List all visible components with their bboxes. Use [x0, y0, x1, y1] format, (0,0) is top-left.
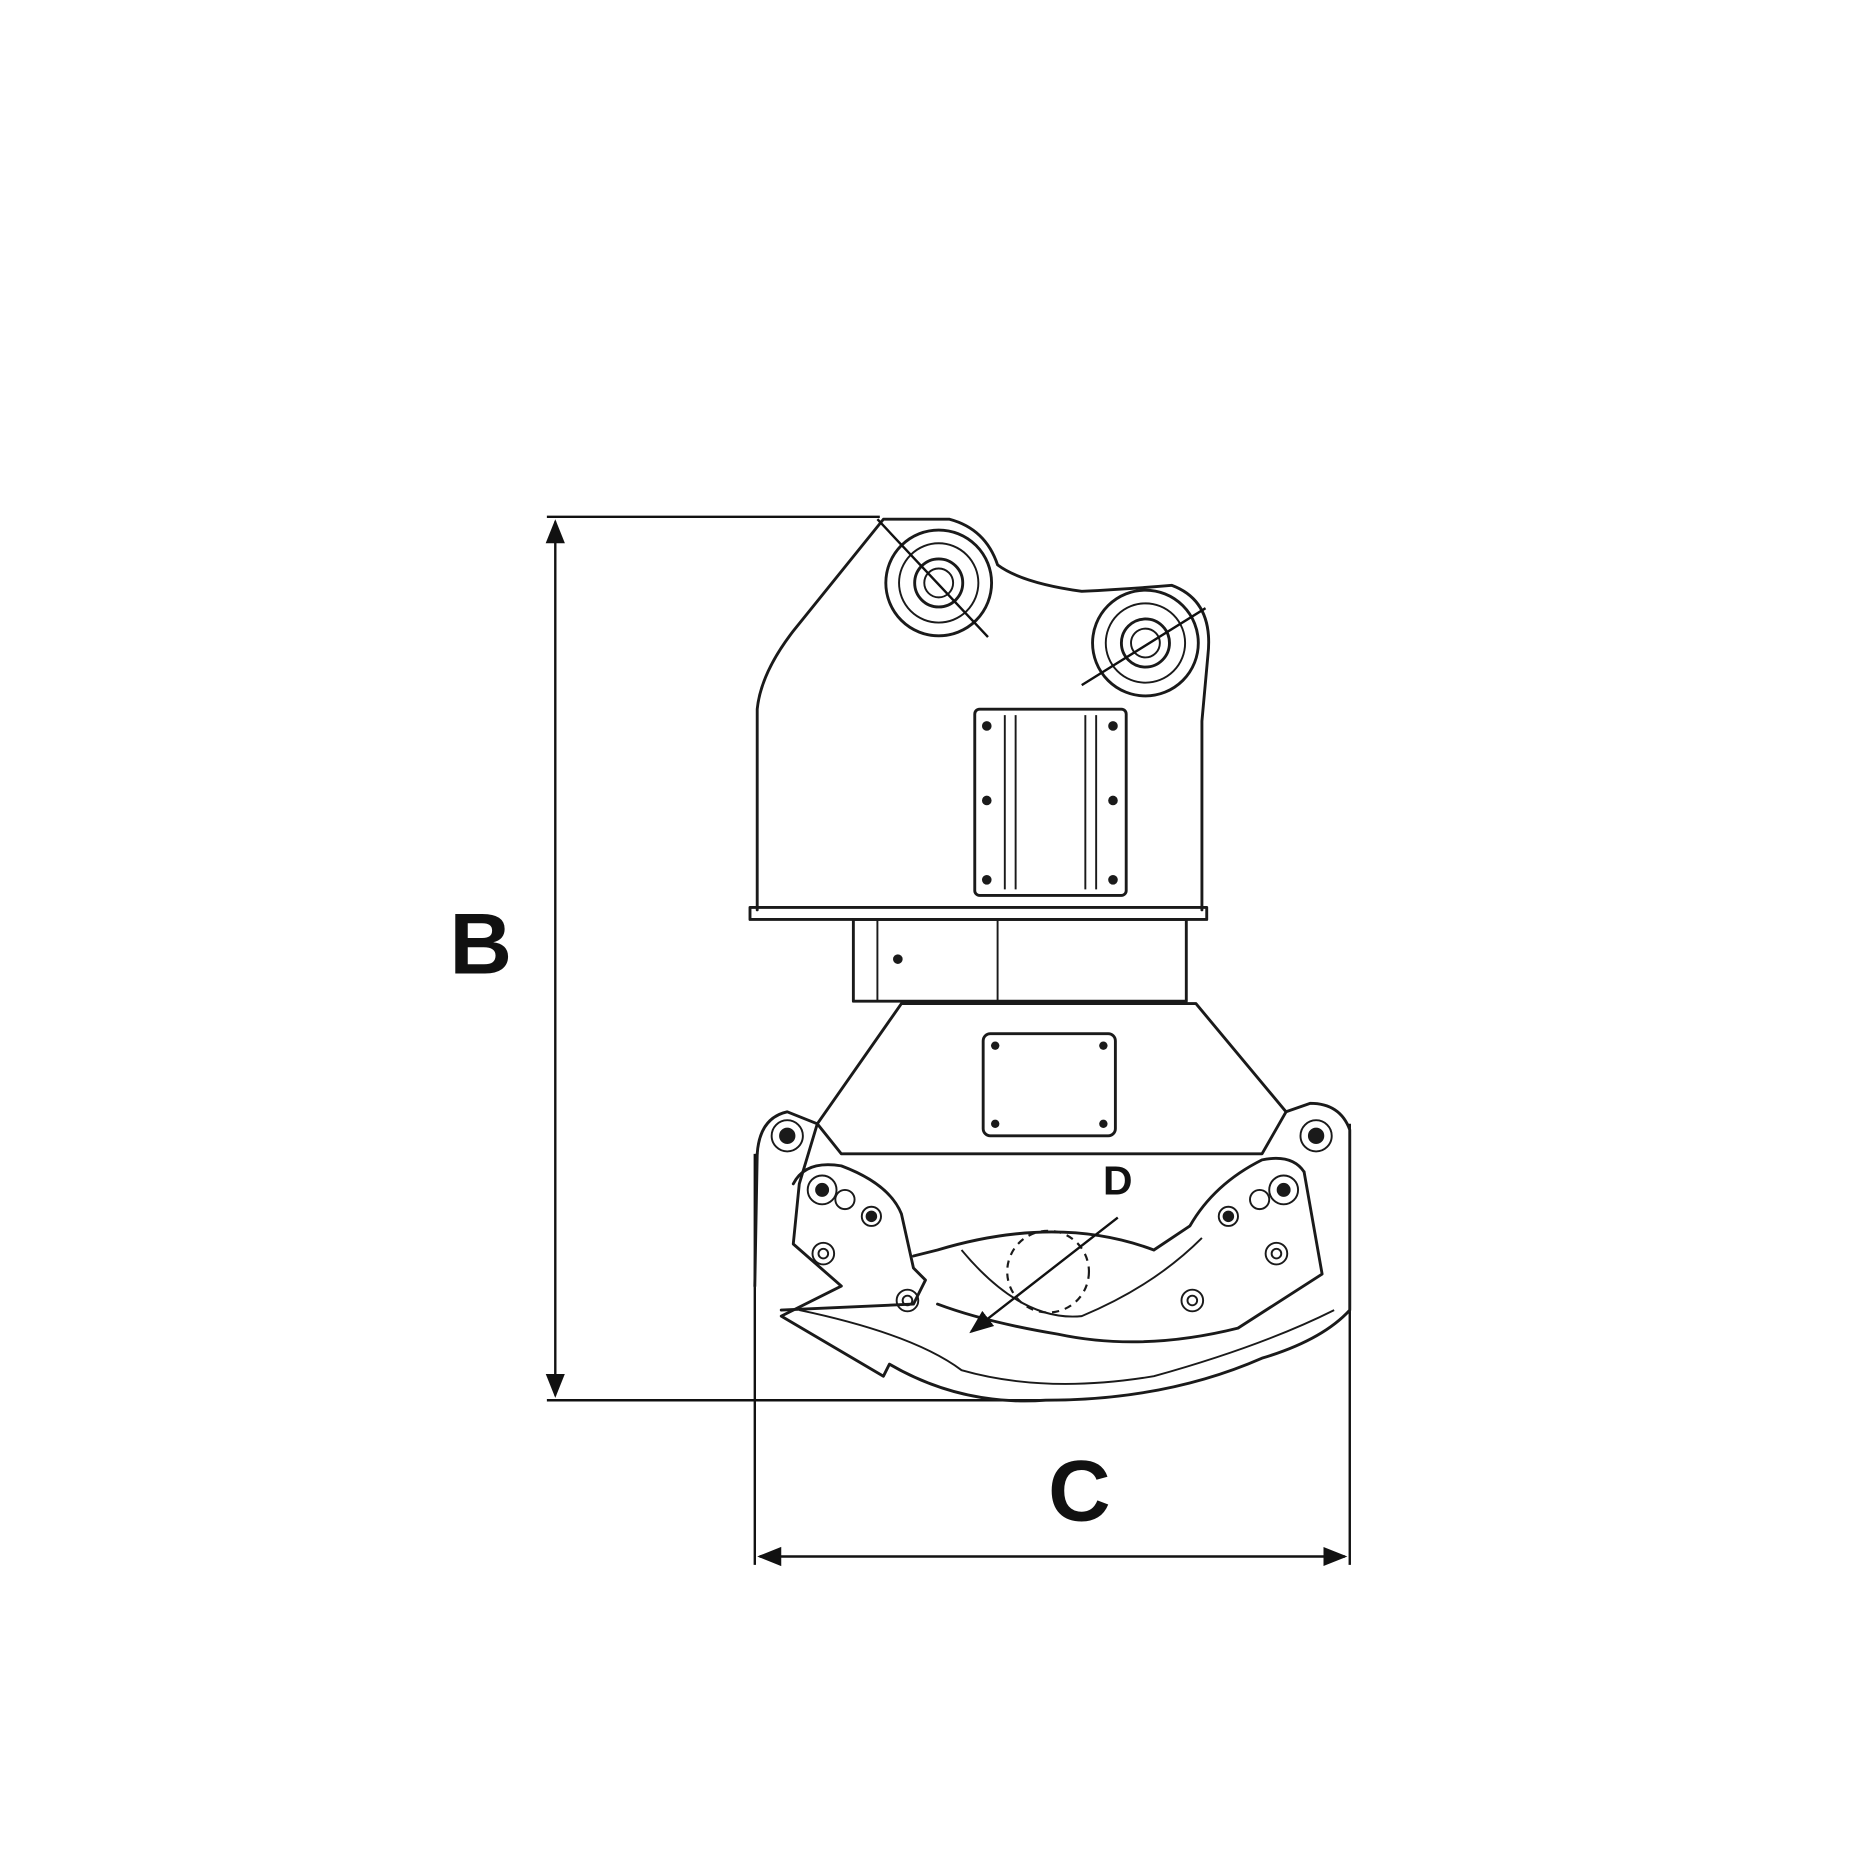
dimension-d: D: [969, 1158, 1133, 1334]
dimension-label-b: B: [450, 897, 512, 993]
dimension-b: B: [450, 515, 1046, 1402]
dimension-label-c: C: [1048, 1443, 1110, 1539]
top-bracket: [748, 517, 1211, 921]
dimension-label-d: D: [1103, 1158, 1133, 1204]
grapple-body: [815, 1002, 1288, 1156]
lower-pin-lug: [1081, 588, 1207, 698]
upper-pin-lug: [876, 518, 994, 638]
rotator: [851, 918, 1188, 1003]
grapple-tongs: [753, 1101, 1352, 1403]
